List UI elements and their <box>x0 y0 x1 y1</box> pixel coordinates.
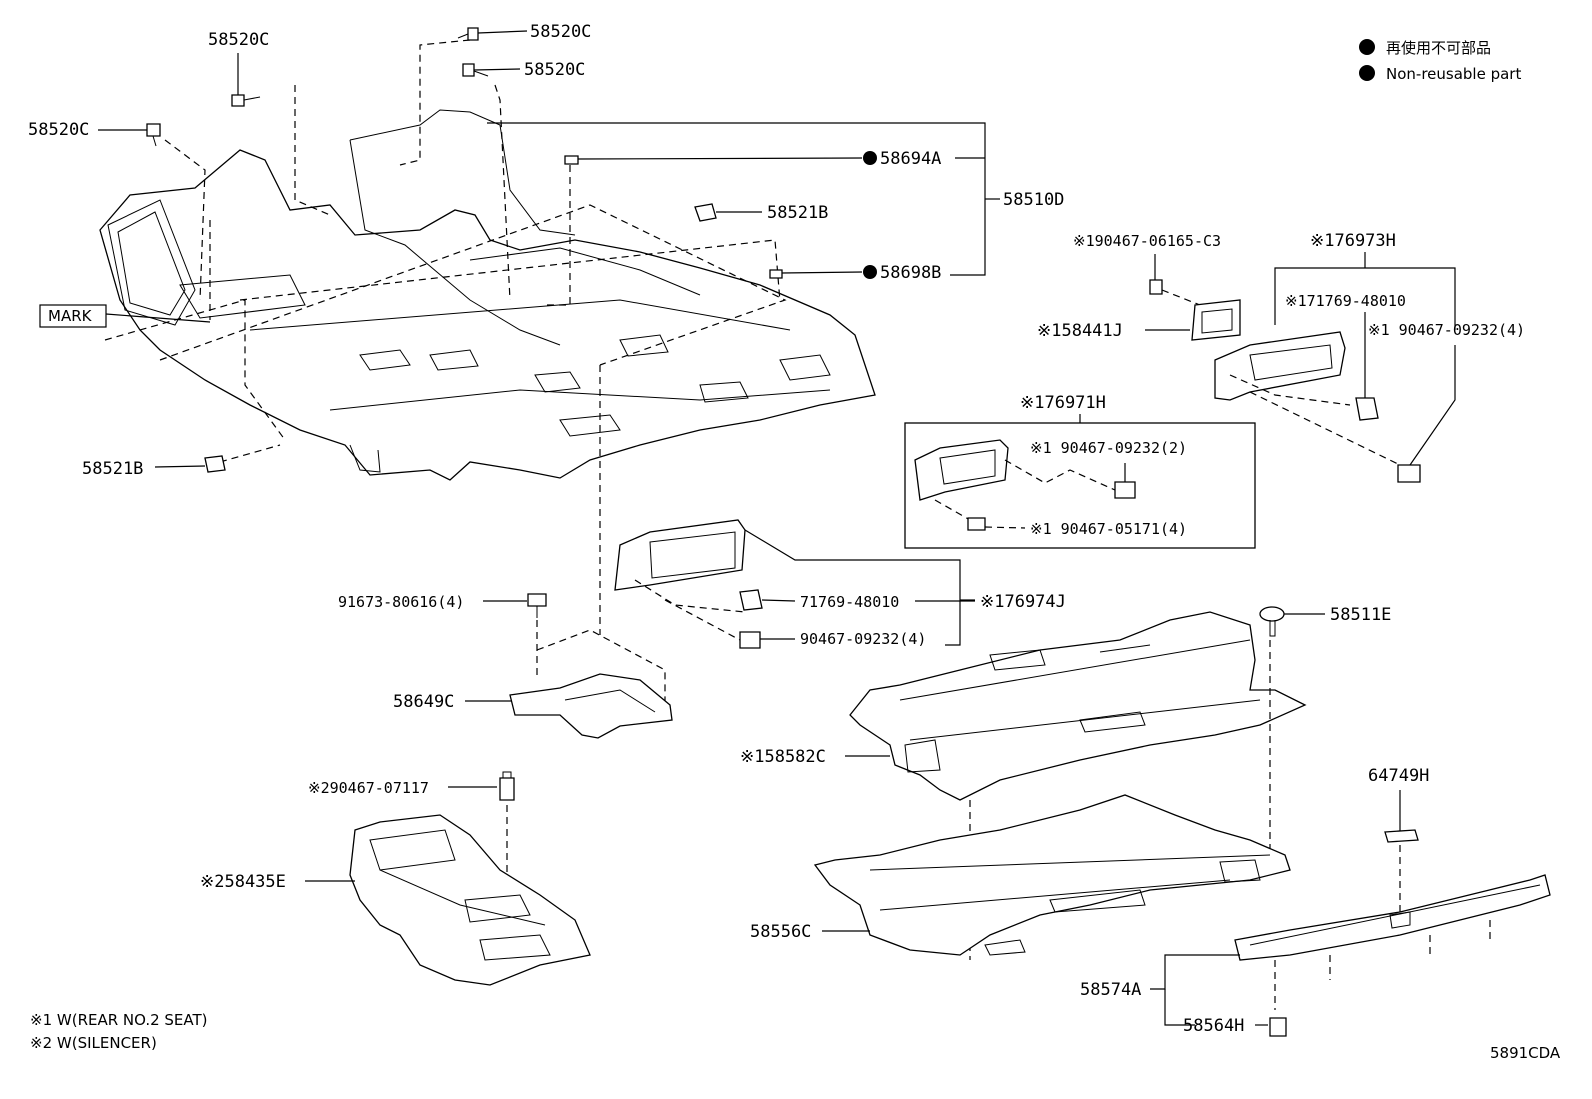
floor-carpet-front <box>99 109 876 481</box>
callout-90467-05171-4: ※1 90467-05171(4) <box>1030 520 1187 538</box>
clip-71769-48010-upper <box>1355 397 1379 421</box>
callout-64749h: 64749H <box>1368 766 1429 786</box>
callout-58521b-b: 58521B <box>82 459 143 479</box>
callout-58520c-c: 58520C <box>524 60 585 80</box>
group-box-76971h <box>904 422 1256 549</box>
part-76974j <box>614 519 746 591</box>
part-58556c <box>813 794 1291 956</box>
callout-90467-06165-c3: ※190467-06165-C3 <box>1073 232 1221 250</box>
bolt-91673 <box>527 593 547 618</box>
callout-58520c-a: 58520C <box>208 30 269 50</box>
clip-71769-48010-lower <box>739 589 763 611</box>
callout-58694a: 58694A <box>880 149 941 169</box>
callout-58582c: ※158582C <box>740 747 826 767</box>
clip-90467-05171 <box>967 517 986 531</box>
clip-58564h <box>1269 1017 1287 1037</box>
part-58574a <box>1234 874 1551 961</box>
callout-90467-09232-4a: ※1 90467-09232(4) <box>1368 321 1525 339</box>
callout-58441j: ※158441J <box>1037 321 1123 341</box>
non-reusable-dot-icon <box>863 265 877 279</box>
callout-90467-09232-2: ※1 90467-09232(2) <box>1030 439 1187 457</box>
callout-58574a: 58574A <box>1080 980 1141 1000</box>
part-58582c <box>849 611 1307 801</box>
clip-90467-06165 <box>1149 279 1163 295</box>
part-76971h <box>914 439 1009 501</box>
clip-90467-09232-upper <box>1397 464 1421 483</box>
clip-90467-09232-lower <box>739 631 761 649</box>
clip-58520c-screws <box>146 27 783 473</box>
part-58441j <box>1191 299 1241 341</box>
callout-58520c-d: 58520C <box>28 120 89 140</box>
mark-label: MARK <box>48 307 93 325</box>
callout-58510d: 58510D <box>1003 190 1064 210</box>
non-reusable-dot-icon <box>1359 65 1375 81</box>
callout-90467-09232-4b: 90467-09232(4) <box>800 630 926 648</box>
mark-box <box>39 304 107 328</box>
callout-76971h: ※176971H <box>1020 393 1106 413</box>
pin-58511e <box>1259 606 1285 637</box>
callout-76974j: ※176974J <box>980 592 1066 612</box>
clip-90467-09232-2 <box>1114 481 1136 499</box>
callout-58556c: 58556C <box>750 922 811 942</box>
clip-90467-07117 <box>499 771 515 801</box>
legend-japanese: 再使用不可部品 <box>1386 39 1491 57</box>
callout-58511e: 58511E <box>1330 605 1391 625</box>
callout-90467-07117: ※290467-07117 <box>308 779 429 797</box>
part-58649c <box>509 673 673 739</box>
note-2: ※2 W(SILENCER) <box>30 1034 157 1052</box>
callout-91673-80616: 91673-80616(4) <box>338 593 464 611</box>
callout-58435e: ※258435E <box>200 872 286 892</box>
legend-english: Non-reusable part <box>1386 65 1521 83</box>
callout-58520c-b: 58520C <box>530 22 591 42</box>
part-58435e <box>349 814 591 986</box>
legend: 再使用不可部品 Non-reusable part <box>1359 39 1521 83</box>
note-1: ※1 W(REAR NO.2 SEAT) <box>30 1011 208 1029</box>
part-76973h <box>1214 331 1346 401</box>
callout-76973h: ※176973H <box>1310 231 1396 251</box>
callout-58564h: 58564H <box>1183 1016 1244 1036</box>
clip-64749h <box>1384 829 1419 843</box>
callout-71769-48010-a: ※171769-48010 <box>1285 292 1406 310</box>
diagram-code: 5891CDA <box>1490 1044 1561 1062</box>
callout-58649c: 58649C <box>393 692 454 712</box>
non-reusable-dot-icon <box>863 151 877 165</box>
non-reusable-dot-icon <box>1359 39 1375 55</box>
callout-58698b: 58698B <box>880 263 941 283</box>
callout-58521b-a: 58521B <box>767 203 828 223</box>
callout-71769-48010-b: 71769-48010 <box>800 593 899 611</box>
